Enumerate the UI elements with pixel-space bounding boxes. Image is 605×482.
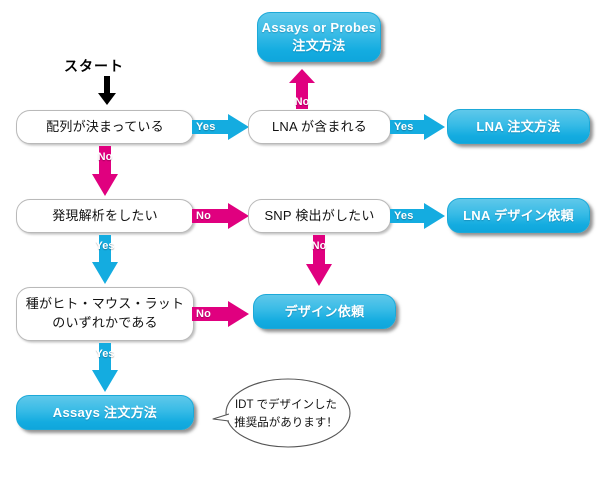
node-assays-or-probes[interactable]: Assays or Probes 注文方法	[257, 12, 381, 62]
node-lna-included-label: LNA が含まれる	[272, 118, 367, 134]
edge-species-to-design: No	[192, 300, 250, 328]
node-expression-analysis[interactable]: 発現解析をしたい	[16, 199, 194, 233]
node-design-request[interactable]: デザイン依頼	[253, 294, 396, 329]
node-lna-design-request[interactable]: LNA デザイン依頼	[447, 198, 590, 233]
node-lna-included[interactable]: LNA が含まれる	[248, 110, 391, 144]
edge-lna-to-assays-probes: No	[288, 68, 316, 110]
node-sequence-decided-label: 配列が決まっている	[46, 118, 164, 134]
edge-snp-to-design: No	[305, 235, 333, 287]
node-sequence-decided[interactable]: 配列が決まっている	[16, 110, 194, 144]
edge-expression-to-species: Yes	[91, 235, 119, 285]
node-species-check-line2: のいずれかである	[52, 315, 158, 330]
node-assays-order[interactable]: Assays 注文方法	[16, 395, 194, 430]
callout-bubble: IDT でデザインした 推奨品があります！	[205, 372, 357, 458]
arrow-down-icon	[96, 76, 118, 106]
node-expression-analysis-label: 発現解析をしたい	[52, 207, 158, 223]
node-assays-or-probes-line2: 注文方法	[292, 38, 346, 53]
edge-snp-to-lna-design: Yes	[390, 202, 446, 230]
node-assays-or-probes-line1: Assays or Probes	[261, 20, 377, 36]
edge-lna-to-order: Yes	[390, 113, 446, 141]
edge-seq-to-lna: Yes	[192, 113, 250, 141]
node-design-request-label: デザイン依頼	[284, 303, 365, 319]
start-label: スタート	[64, 58, 124, 74]
edge-expression-to-snp: No	[192, 202, 250, 230]
edge-seq-to-expression: No	[91, 146, 119, 197]
node-species-check-line1: 種がヒト・マウス・ラット	[25, 296, 185, 312]
node-snp-detection[interactable]: SNP 検出がしたい	[248, 199, 391, 233]
node-lna-order[interactable]: LNA 注文方法	[447, 109, 590, 144]
node-lna-order-label: LNA 注文方法	[476, 118, 561, 134]
node-species-check[interactable]: 種がヒト・マウス・ラット のいずれかである	[16, 287, 194, 341]
edge-species-to-assays: Yes	[91, 343, 119, 393]
node-lna-design-request-label: LNA デザイン依頼	[463, 207, 574, 223]
node-assays-order-label: Assays 注文方法	[52, 404, 158, 420]
node-snp-detection-label: SNP 検出がしたい	[264, 207, 375, 223]
